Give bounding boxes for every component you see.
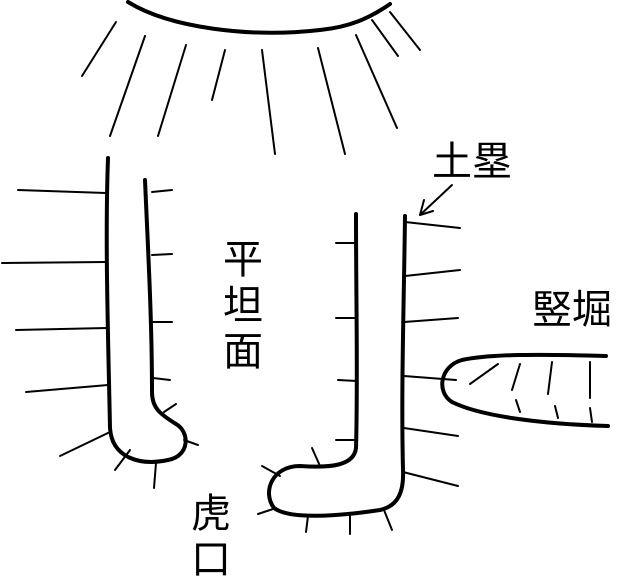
tatebori-hachures bbox=[469, 361, 593, 423]
top-rim-hachures bbox=[81, 11, 421, 155]
right-bank-hachures bbox=[257, 221, 461, 535]
heitanmen-label: 平坦面 bbox=[223, 237, 263, 375]
koguchi-label: 虎口 bbox=[191, 491, 231, 583]
tatebori-outline bbox=[440, 352, 610, 428]
tatebori-label: 竪堀 bbox=[532, 287, 612, 333]
top-rim-curve bbox=[126, 0, 392, 35]
left-bank-hachures bbox=[1, 189, 199, 489]
right-bank-outline bbox=[267, 212, 407, 518]
dorui-label: 土塁 bbox=[432, 139, 512, 185]
dorui-arrow bbox=[419, 184, 453, 216]
left-bank-outline bbox=[104, 156, 188, 464]
